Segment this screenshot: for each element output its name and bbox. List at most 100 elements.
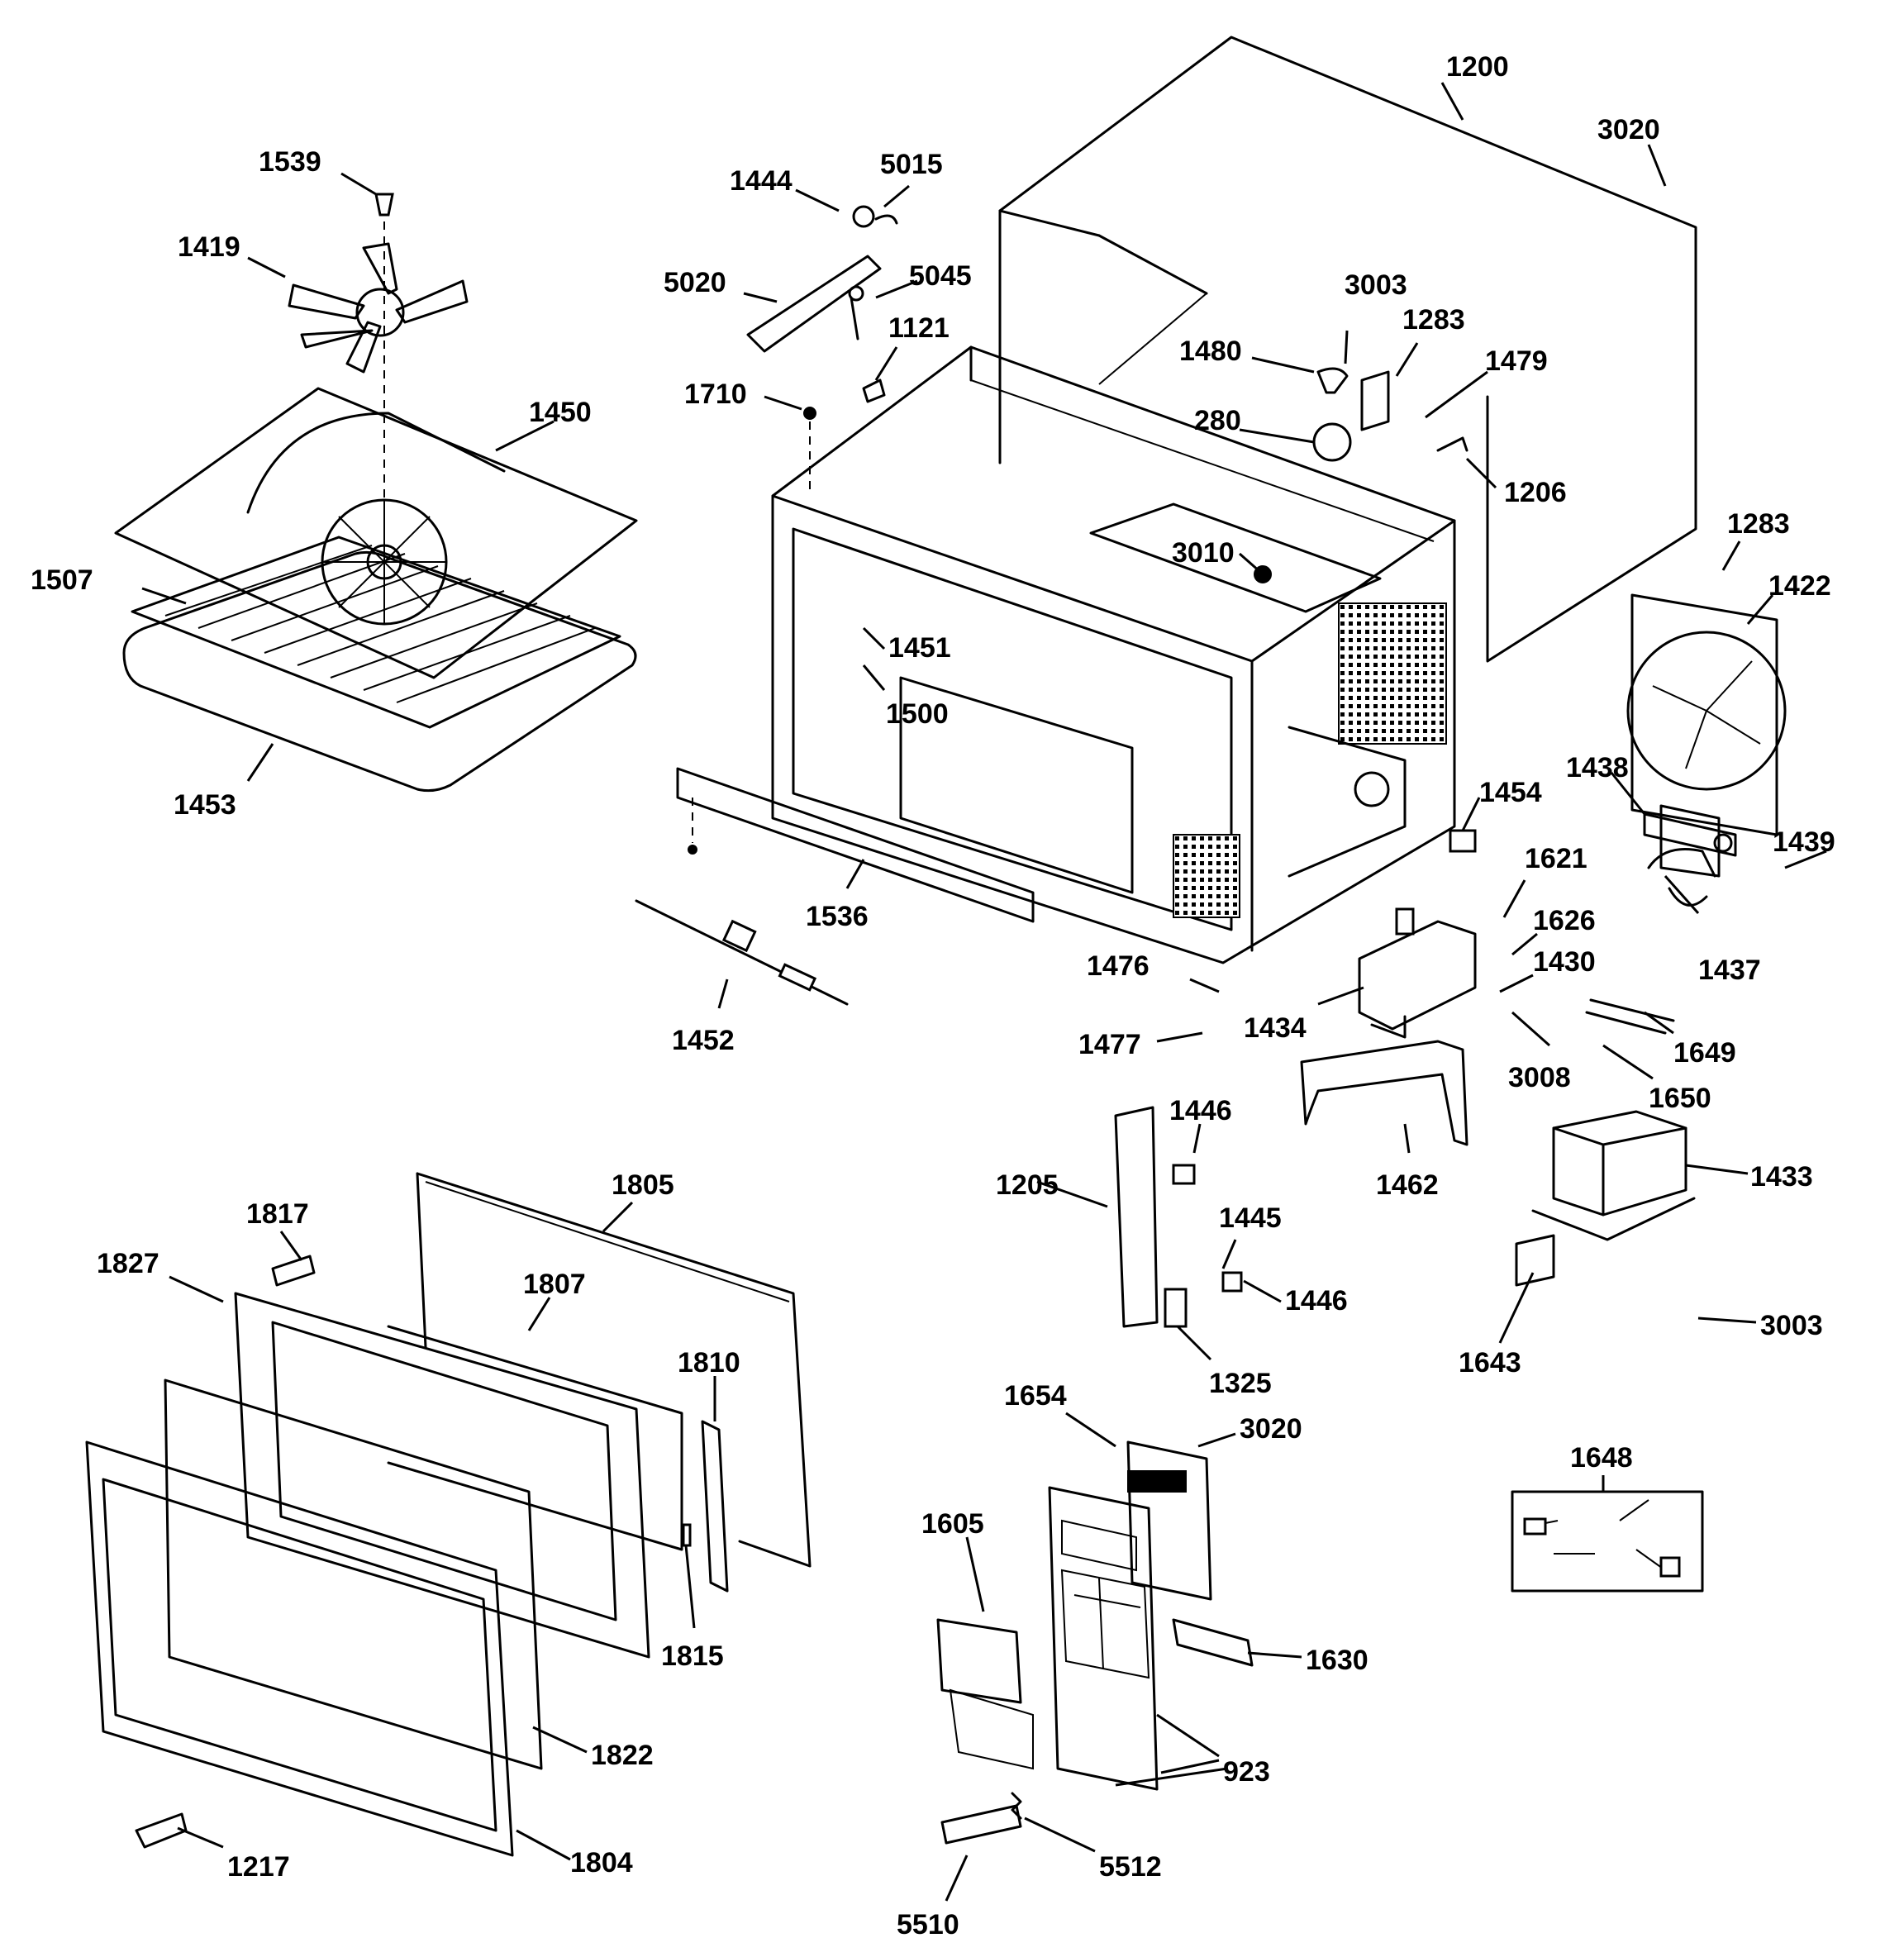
outer-door: [85, 1440, 514, 1857]
part-label-1439: 1439: [1773, 826, 1835, 858]
fan-housing: [1626, 593, 1787, 907]
part-label-1452: 1452: [672, 1025, 735, 1056]
part-label-1446-b: 1446: [1285, 1285, 1348, 1317]
capacitor-block: [1515, 1234, 1555, 1287]
part-label-5020: 5020: [664, 267, 726, 298]
part-label-1507: 1507: [31, 564, 93, 596]
small-part-1454: [1449, 829, 1477, 853]
part-label-1710: 1710: [684, 379, 747, 410]
transformer: [1531, 1110, 1696, 1241]
spring-5512: [1011, 1792, 1022, 1820]
magnetron: [1358, 907, 1477, 1039]
part-label-3008: 3008: [1508, 1062, 1571, 1093]
part-label-1476: 1476: [1087, 950, 1150, 982]
part-label-1451: 1451: [888, 632, 951, 664]
part-label-1283-fan: 1283: [1727, 508, 1790, 540]
part-label-1206: 1206: [1504, 477, 1567, 508]
bracket-1630: [1172, 1618, 1254, 1667]
part-label-1200: 1200: [1446, 51, 1509, 83]
part-label-1626: 1626: [1533, 905, 1596, 936]
inner-glass: [164, 1325, 683, 1770]
latch-1810: [682, 1420, 729, 1593]
part-label-1419: 1419: [178, 231, 240, 263]
leader-lines: [141, 82, 1827, 1902]
part-label-5015: 5015: [880, 149, 943, 180]
part-label-3003: 3003: [1345, 269, 1407, 301]
part-label-1445: 1445: [1219, 1202, 1282, 1234]
part-label-1444: 1444: [730, 165, 793, 197]
part-label-1437: 1437: [1698, 955, 1761, 986]
panel-cover: [936, 1618, 1034, 1770]
switch-bracket: [1114, 1106, 1243, 1328]
part-label-280: 280: [1194, 405, 1241, 436]
capacitor: [1643, 812, 1737, 857]
part-label-1430: 1430: [1533, 946, 1596, 978]
part-label-1217: 1217: [227, 1851, 290, 1883]
part-label-1827: 1827: [97, 1248, 159, 1279]
part-label-1822: 1822: [591, 1740, 654, 1771]
hinge-1217: [135, 1812, 188, 1849]
part-label-1477: 1477: [1078, 1029, 1141, 1060]
part-label-1804: 1804: [570, 1847, 633, 1878]
part-label-1434: 1434: [1244, 1012, 1307, 1044]
part-label-1807: 1807: [523, 1269, 586, 1300]
part-label-1621: 1621: [1525, 843, 1587, 874]
part-label-1815: 1815: [661, 1640, 724, 1672]
waveguide: [1300, 1040, 1468, 1146]
part-label-1500: 1500: [886, 698, 949, 730]
part-label-1654: 1654: [1004, 1380, 1067, 1412]
part-label-1325: 1325: [1209, 1368, 1272, 1399]
base-trim: [676, 767, 1035, 923]
tray: [122, 550, 637, 793]
part-label-1817: 1817: [246, 1198, 309, 1230]
part-label-1450: 1450: [529, 397, 592, 428]
part-label-1453: 1453: [174, 789, 236, 821]
control-pcb: [1126, 1440, 1212, 1601]
lamp-assembly: [1254, 367, 1468, 583]
hinge-1817: [271, 1255, 316, 1287]
part-label-923: 923: [1223, 1756, 1270, 1788]
part-label-3020: 3020: [1597, 114, 1660, 145]
part-label-1539: 1539: [259, 146, 321, 178]
part-label-1605: 1605: [921, 1508, 984, 1540]
wire-harness-kit: [1511, 1490, 1704, 1593]
part-label-1649: 1649: [1673, 1037, 1736, 1069]
part-label-1121: 1121: [888, 312, 950, 344]
part-label-3020-b: 3020: [1240, 1413, 1302, 1445]
part-label-5512: 5512: [1099, 1851, 1162, 1883]
part-label-1479: 1479: [1485, 345, 1548, 377]
part-label-5510: 5510: [897, 1909, 959, 1940]
part-label-1433: 1433: [1750, 1161, 1813, 1193]
part-label-1630: 1630: [1306, 1645, 1368, 1676]
part-label-1650: 1650: [1649, 1083, 1711, 1114]
outer-case: [998, 36, 1697, 663]
bracket-1649: [1585, 998, 1675, 1035]
part-label-1283: 1283: [1402, 304, 1465, 336]
part-label-5045: 5045: [909, 260, 972, 292]
part-labels: 1200 3020 1539 1444 5015 1419 5020 5045 …: [31, 51, 1835, 1940]
part-label-3003-b: 3003: [1760, 1310, 1823, 1341]
part-label-1536: 1536: [806, 901, 869, 932]
shaft: [635, 899, 849, 1006]
part-label-1462: 1462: [1376, 1169, 1439, 1201]
part-label-1422: 1422: [1768, 570, 1831, 602]
part-label-1805: 1805: [612, 1169, 674, 1201]
part-label-1438: 1438: [1566, 752, 1629, 783]
control-panel: [1048, 1486, 1159, 1791]
button-5510: [940, 1804, 1022, 1845]
part-label-1648: 1648: [1570, 1442, 1633, 1474]
part-label-1480: 1480: [1179, 336, 1242, 367]
part-label-1810: 1810: [678, 1347, 740, 1378]
convection-fan: [288, 193, 469, 570]
part-label-1454: 1454: [1479, 777, 1542, 808]
oven-rack: [131, 536, 621, 729]
top-bracket: [746, 205, 898, 496]
door-frame: [416, 1172, 812, 1568]
oven-cavity: [771, 345, 1456, 964]
part-label-1205: 1205: [996, 1169, 1059, 1201]
part-label-1446: 1446: [1169, 1095, 1232, 1126]
choke-seal: [234, 1292, 650, 1659]
part-label-3010: 3010: [1172, 537, 1235, 569]
part-label-1643: 1643: [1459, 1347, 1521, 1378]
